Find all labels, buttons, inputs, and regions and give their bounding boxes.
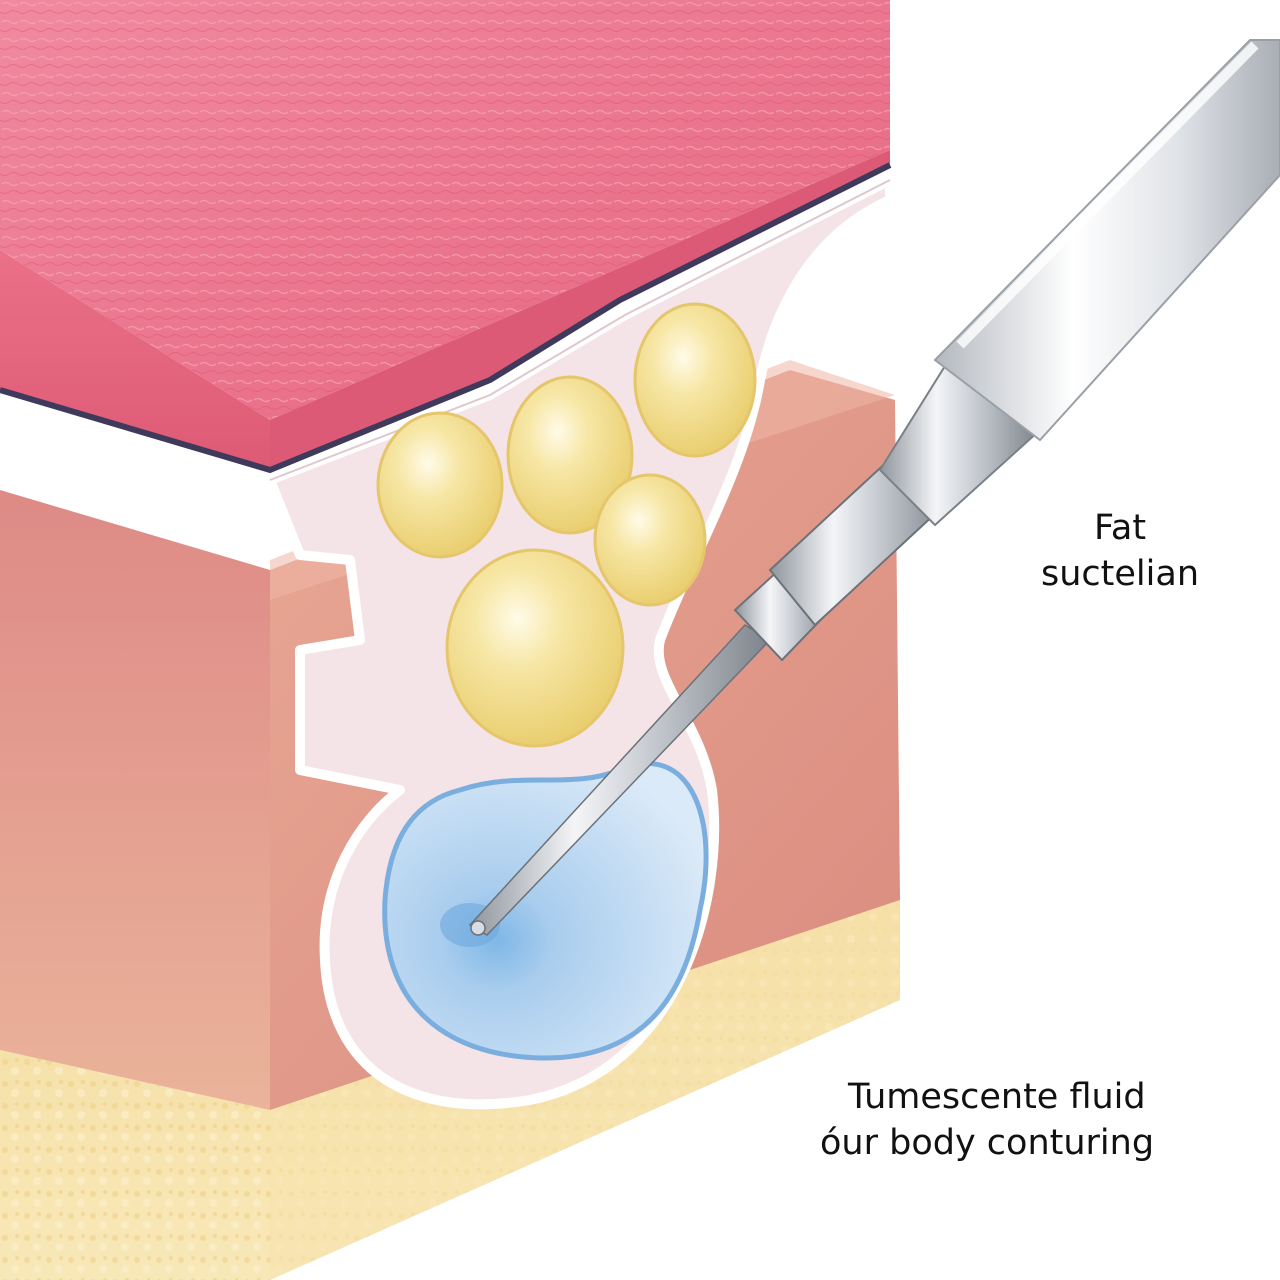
- tumescent-fluid: [382, 761, 709, 1061]
- fat-suction-label: Fat suctelian: [1000, 505, 1240, 597]
- fat-cell-icon: [445, 548, 625, 748]
- fat-cell-icon: [376, 411, 504, 559]
- tumescent-fluid-label-line1: Tumescente fluid: [848, 1077, 1146, 1117]
- fat-cell-icon: [506, 375, 634, 535]
- tumescent-fluid-label-line2: óur body conturing: [820, 1123, 1155, 1163]
- fat-cell-icon: [633, 302, 757, 458]
- fat-suction-label-line1: Fat: [1093, 508, 1147, 548]
- tumescent-fluid-label: Tumescente fluid óur body conturing: [820, 1074, 1260, 1166]
- fat-cells: [376, 302, 757, 748]
- fat-cell-icon: [593, 473, 707, 607]
- liposuction-cannula-icon: [468, 39, 1280, 936]
- epidermis-layer: [0, 0, 892, 474]
- fat-suction-label-line2: suctelian: [1041, 554, 1199, 594]
